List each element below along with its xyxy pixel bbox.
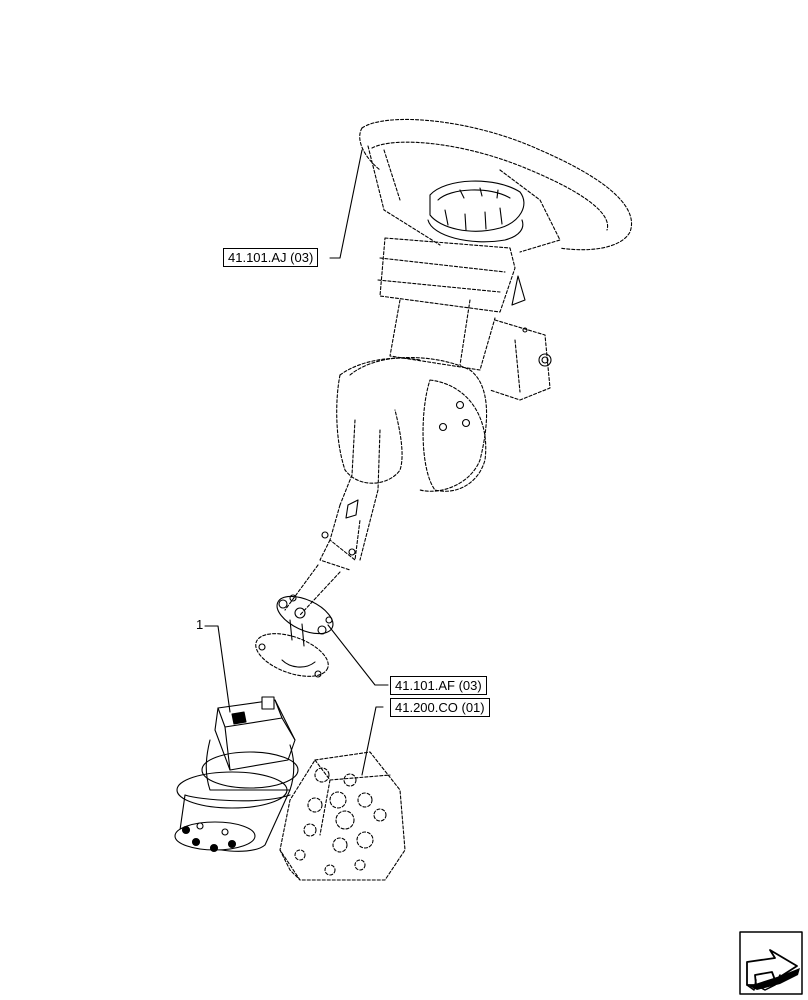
- callout-shaft-coupling[interactable]: 41.101.AF (03): [390, 676, 487, 695]
- callout-steering-wheel[interactable]: 41.101.AJ (03): [223, 248, 319, 267]
- valve-block: [279, 751, 406, 881]
- leader-lines: [204, 149, 389, 776]
- steering-column: [284, 237, 551, 616]
- callout-valve-block[interactable]: 41.200.CO (01): [390, 698, 490, 717]
- shaft-coupling: [255, 594, 334, 678]
- item-number-motor: 1: [196, 617, 204, 632]
- orbit-motor: [174, 696, 299, 853]
- column-fasteners: [321, 275, 552, 556]
- next-page-arrow-icon[interactable]: [739, 931, 803, 995]
- steering-wheel: [359, 118, 633, 253]
